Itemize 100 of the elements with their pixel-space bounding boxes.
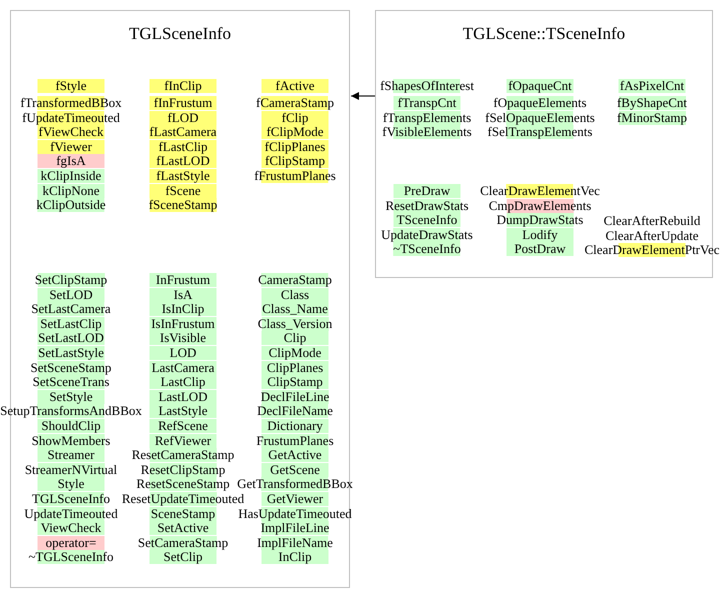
- member-name: SetSceneTrans: [32, 375, 110, 390]
- member-name: LastStyle: [150, 404, 216, 418]
- member-name: PostDraw: [506, 242, 574, 256]
- member-name: ~TSceneInfo: [393, 242, 461, 256]
- member-name: IsInFrustum: [150, 316, 216, 331]
- member-name: TSceneInfo: [394, 213, 460, 228]
- member-name: UpdateDrawStats: [381, 228, 473, 242]
- member-name: SetLastStyle: [38, 346, 104, 360]
- member-name: fClipPlanes: [262, 140, 328, 154]
- member-name: IsA: [150, 288, 216, 302]
- member-name: fSelTranspElements: [488, 125, 592, 140]
- member-name: fViewCheck: [38, 125, 104, 140]
- member-name: ClipMode: [262, 346, 328, 360]
- member-name: SetLastCamera: [31, 302, 111, 316]
- member-name: kClipInside: [38, 169, 104, 183]
- member-name: SetClipStamp: [34, 273, 108, 287]
- member-name: LastClip: [150, 375, 216, 390]
- member-name: fgIsA: [38, 154, 104, 168]
- member-name: fLastStyle: [150, 169, 216, 183]
- member-name: Class_Version: [258, 316, 332, 331]
- member-name: fStyle: [38, 79, 104, 93]
- member-name: TGLSceneInfo: [32, 492, 110, 506]
- member-name: fLOD: [150, 110, 216, 125]
- member-name: Class: [262, 288, 328, 302]
- member-name: ClearDrawElementPtrVec: [584, 243, 720, 258]
- member-name: ResetSceneStamp: [136, 477, 230, 492]
- member-name: LastCamera: [150, 360, 216, 375]
- member-name: fAsPixelCnt: [618, 79, 686, 93]
- member-name: fTranspElements: [382, 110, 472, 125]
- member-name: SceneStamp: [150, 506, 216, 521]
- member-name: fInClip: [150, 79, 216, 93]
- member-name: Dictionary: [262, 419, 328, 433]
- member-name: SetLOD: [38, 288, 104, 302]
- member-name: fClip: [262, 110, 328, 125]
- member-name: operator=: [38, 536, 104, 550]
- member-name: FrustumPlanes: [256, 434, 334, 448]
- member-name: RefViewer: [150, 434, 216, 448]
- member-name: kClipNone: [38, 184, 104, 198]
- member-name: fShapesOfInterest: [380, 79, 474, 93]
- member-name: fOpaqueCnt: [506, 79, 574, 93]
- member-name: UpdateTimeouted: [24, 506, 118, 521]
- member-name: GetViewer: [262, 492, 328, 506]
- member-name: fByShapeCnt: [616, 96, 688, 110]
- member-name: fActive: [262, 79, 328, 93]
- member-name: SetClip: [150, 550, 216, 564]
- member-name: GetTransformedBBox: [237, 477, 353, 492]
- member-name: Class_Name: [262, 302, 328, 316]
- member-name: fVisibleElements: [382, 125, 472, 140]
- member-name: DeclFileName: [257, 404, 333, 418]
- member-name: ClearDrawElementVec: [480, 184, 600, 198]
- member-name: fClipStamp: [262, 154, 328, 168]
- member-name: fUpdateTimeouted: [22, 110, 120, 125]
- member-name: InFrustum: [150, 273, 216, 287]
- member-name: fMinorStamp: [616, 110, 688, 125]
- member-name: RefScene: [150, 419, 216, 433]
- member-name: ResetDrawStats: [385, 198, 469, 213]
- member-name: LastLOD: [150, 390, 216, 404]
- class-name: TGLScene::TSceneInfo: [462, 24, 626, 44]
- member-name: GetScene: [262, 462, 328, 477]
- member-name: fLastClip: [150, 140, 216, 154]
- member-name: Style: [38, 477, 104, 492]
- member-name: StreamerNVirtual: [24, 462, 118, 477]
- member-name: ViewCheck: [38, 521, 104, 536]
- member-name: ClearAfterUpdate: [605, 228, 699, 243]
- inheritance-arrow: [350, 92, 376, 100]
- member-name: SetCameraStamp: [138, 536, 228, 550]
- member-name: ~TGLSceneInfo: [28, 550, 114, 564]
- member-name: ResetClipStamp: [140, 462, 226, 477]
- member-name: SetupTransformsAndBBox: [0, 404, 142, 418]
- member-name: Streamer: [38, 448, 104, 462]
- member-name: DeclFileLine: [260, 390, 330, 404]
- member-name: kClipOutside: [36, 198, 106, 212]
- member-name: ClipPlanes: [262, 360, 328, 375]
- member-name: fOpaqueElements: [493, 96, 587, 110]
- member-name: ImplFileName: [257, 536, 333, 550]
- member-name: ShouldClip: [38, 419, 104, 433]
- member-name: CmpDrawElements: [488, 198, 592, 213]
- member-name: SetLastClip: [38, 316, 104, 331]
- member-name: IsInClip: [150, 302, 216, 316]
- member-name: IsVisible: [150, 331, 216, 346]
- member-name: HasUpdateTimeouted: [238, 506, 352, 521]
- member-name: fViewer: [38, 140, 104, 154]
- member-name: ShowMembers: [32, 434, 110, 448]
- member-name: fSelOpaqueElements: [485, 110, 595, 125]
- member-name: ResetCameraStamp: [132, 448, 234, 462]
- member-name: fFrustumPlanes: [254, 169, 336, 183]
- member-name: ImplFileLine: [260, 521, 330, 536]
- member-name: LOD: [150, 346, 216, 360]
- member-name: SetLastLOD: [38, 331, 104, 346]
- member-name: fLastCamera: [149, 125, 217, 140]
- member-name: PreDraw: [394, 184, 460, 198]
- member-name: SetSceneStamp: [30, 360, 112, 375]
- member-name: fInFrustum: [150, 96, 216, 110]
- class-name: TGLSceneInfo: [129, 24, 231, 44]
- member-name: fSceneStamp: [148, 198, 218, 212]
- member-name: fScene: [150, 184, 216, 198]
- member-name: SetActive: [150, 521, 216, 536]
- member-name: InClip: [262, 550, 328, 564]
- member-name: SetStyle: [38, 390, 104, 404]
- member-name: fLastLOD: [150, 154, 216, 168]
